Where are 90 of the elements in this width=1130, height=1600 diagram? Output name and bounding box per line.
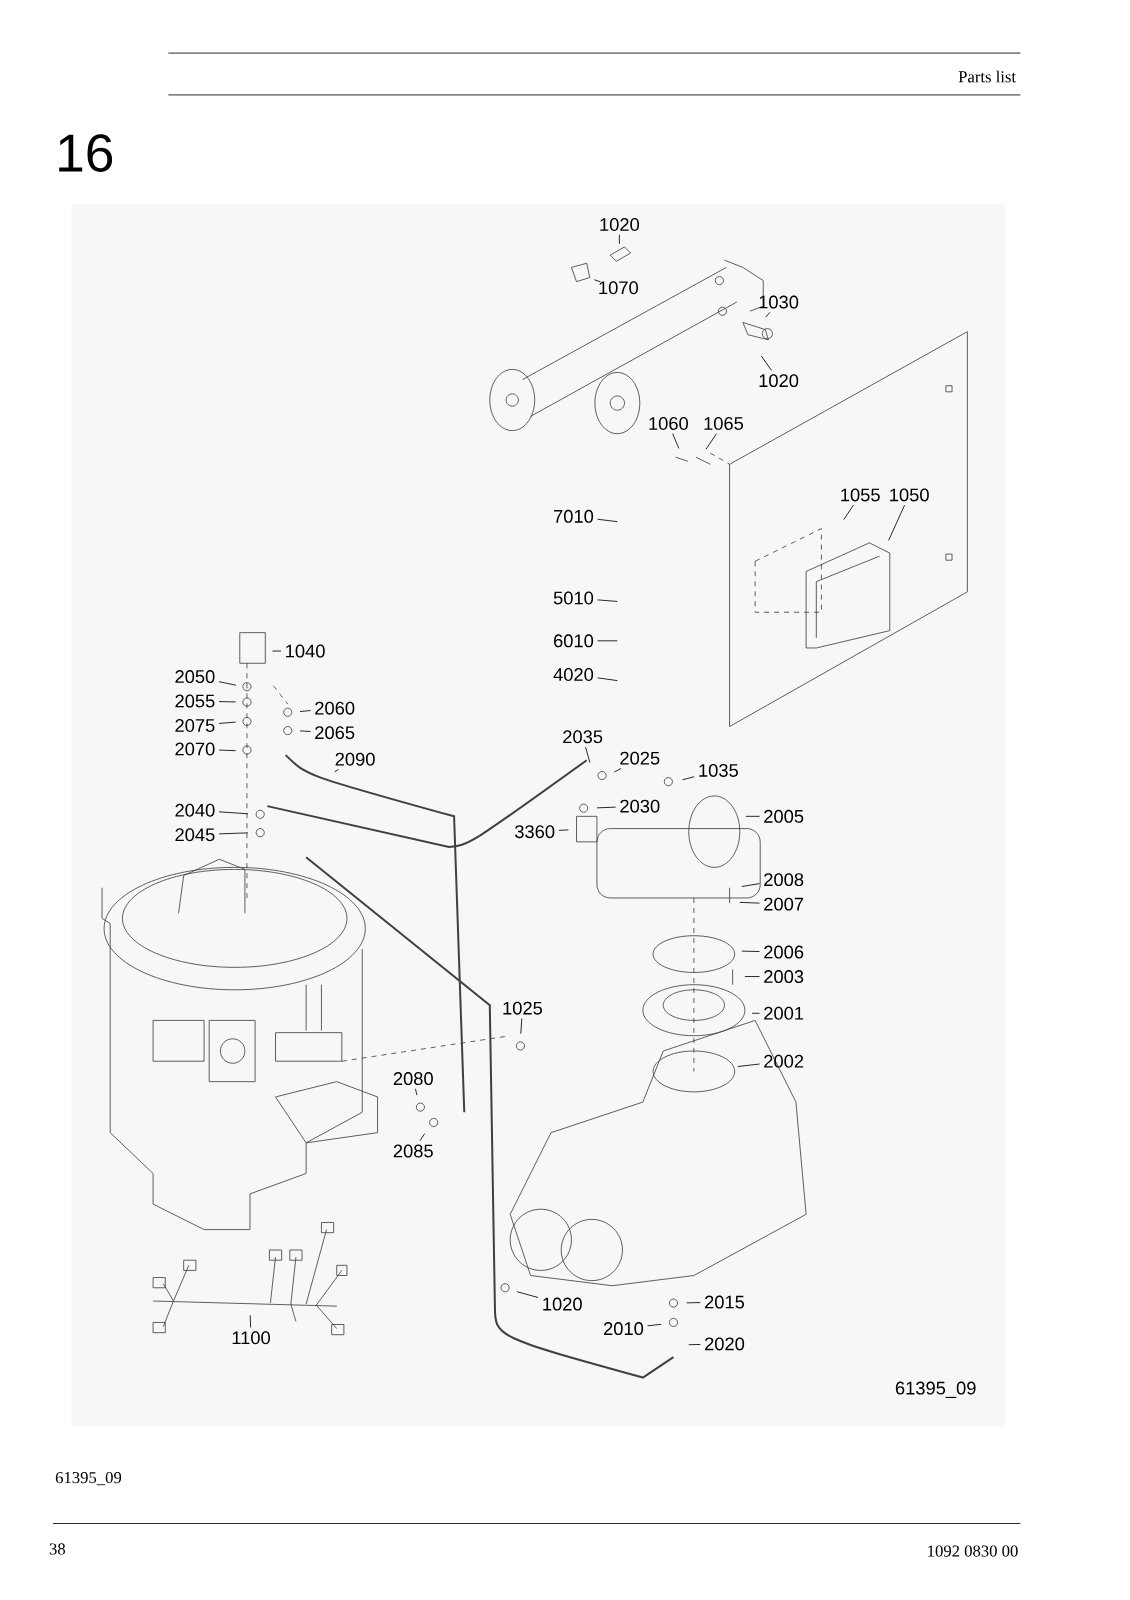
callout-number: 1100 <box>232 1331 271 1345</box>
leader-line <box>597 677 619 682</box>
callout-number: 2075 <box>175 719 215 732</box>
leader-line <box>250 1314 252 1328</box>
callout-number: 2070 <box>175 742 215 756</box>
callout-number: 2003 <box>764 970 804 984</box>
leader-line <box>739 901 761 904</box>
leader-line <box>686 1302 701 1304</box>
callout-number: 5010 <box>554 591 594 605</box>
leader-line <box>741 950 761 952</box>
leader-line <box>218 721 237 724</box>
callout-number: 2001 <box>764 1006 804 1020</box>
callout-number: 1070 <box>599 281 639 295</box>
leader-line <box>705 433 718 450</box>
leader-line <box>843 504 854 520</box>
callout-number: 1060 <box>649 417 689 430</box>
leader-line <box>741 883 761 887</box>
leader-line <box>218 832 249 835</box>
leader-line <box>751 1012 761 1014</box>
callout-number: 2020 <box>705 1337 745 1351</box>
callout-number: 2006 <box>764 945 804 959</box>
leader-line <box>594 279 602 283</box>
callout-number: 2008 <box>764 873 804 887</box>
callout-number: 2030 <box>620 799 660 813</box>
leader-line <box>596 806 617 809</box>
callout-number: 1020 <box>600 218 640 231</box>
leader-line <box>419 1133 426 1142</box>
leader-line <box>585 746 591 763</box>
leader-line <box>737 1063 761 1067</box>
page-number: 38 <box>50 1543 66 1555</box>
callout-number: 1050 <box>890 488 930 502</box>
callout-number: 2080 <box>394 1072 434 1086</box>
leader-line <box>218 701 237 703</box>
leader-line <box>516 1291 539 1298</box>
leader-line <box>765 311 771 318</box>
leader-line <box>647 1323 662 1327</box>
header-text: Parts list <box>958 70 1017 83</box>
callout-number: 2050 <box>175 670 215 684</box>
callout-number: 2085 <box>394 1144 434 1158</box>
callout-number: 2015 <box>705 1295 745 1309</box>
callout-number: 2035 <box>563 730 603 744</box>
callout-number: 2040 <box>175 803 215 817</box>
leader-line <box>597 599 618 602</box>
leader-line <box>558 829 569 831</box>
callout-number: 3360 <box>515 825 555 839</box>
callout-number: 1040 <box>286 644 325 658</box>
leader-line <box>415 1088 418 1096</box>
callout-number: 1020 <box>759 374 799 388</box>
leader-line <box>745 815 761 817</box>
leader-line <box>218 749 237 752</box>
leader-line <box>672 433 680 449</box>
leader-line <box>688 1344 701 1346</box>
leader-line <box>334 769 340 773</box>
callout-number: 2055 <box>175 694 215 708</box>
leader-line <box>597 518 618 523</box>
leader-line <box>744 976 761 977</box>
callout-number: 2090 <box>335 752 375 766</box>
callout-number: 1055 <box>841 488 880 502</box>
callout-number: 2010 <box>604 1322 644 1336</box>
leader-line <box>888 504 906 541</box>
leader-line <box>272 650 282 652</box>
leader-line <box>682 776 695 781</box>
leader-line <box>761 355 773 371</box>
leader-line <box>299 730 312 732</box>
leader-line <box>299 710 312 712</box>
drawing-number: 61395_09 <box>56 1471 122 1486</box>
leader-line <box>597 640 618 642</box>
callout-number: 2025 <box>620 751 660 765</box>
callout-number: 1020 <box>543 1297 583 1311</box>
chapter-number: 16 <box>59 134 113 172</box>
callout-number: 1035 <box>699 763 739 777</box>
leader-line <box>218 811 249 815</box>
callout-number: 1025 <box>503 1001 543 1015</box>
callout-number: 2065 <box>315 726 355 740</box>
leader-line <box>614 768 622 773</box>
callout-number: 4020 <box>553 668 594 681</box>
callout-number: 2007 <box>764 897 804 911</box>
callout-number: 6010 <box>554 634 594 648</box>
callout-number: 2060 <box>315 701 355 715</box>
callout-number: 2005 <box>764 809 804 823</box>
document-number: 1092 0830 00 <box>928 1545 1018 1557</box>
callout-number: 1030 <box>759 295 799 309</box>
leader-line <box>619 234 620 245</box>
leader-line <box>520 1018 523 1035</box>
drawing-number: 61395_09 <box>896 1381 976 1398</box>
callout-number: 2002 <box>764 1054 804 1068</box>
callout-number: 7010 <box>554 509 594 523</box>
callout-number: 2045 <box>175 828 215 842</box>
callout-number: 1065 <box>704 417 744 430</box>
leader-line <box>218 681 237 686</box>
